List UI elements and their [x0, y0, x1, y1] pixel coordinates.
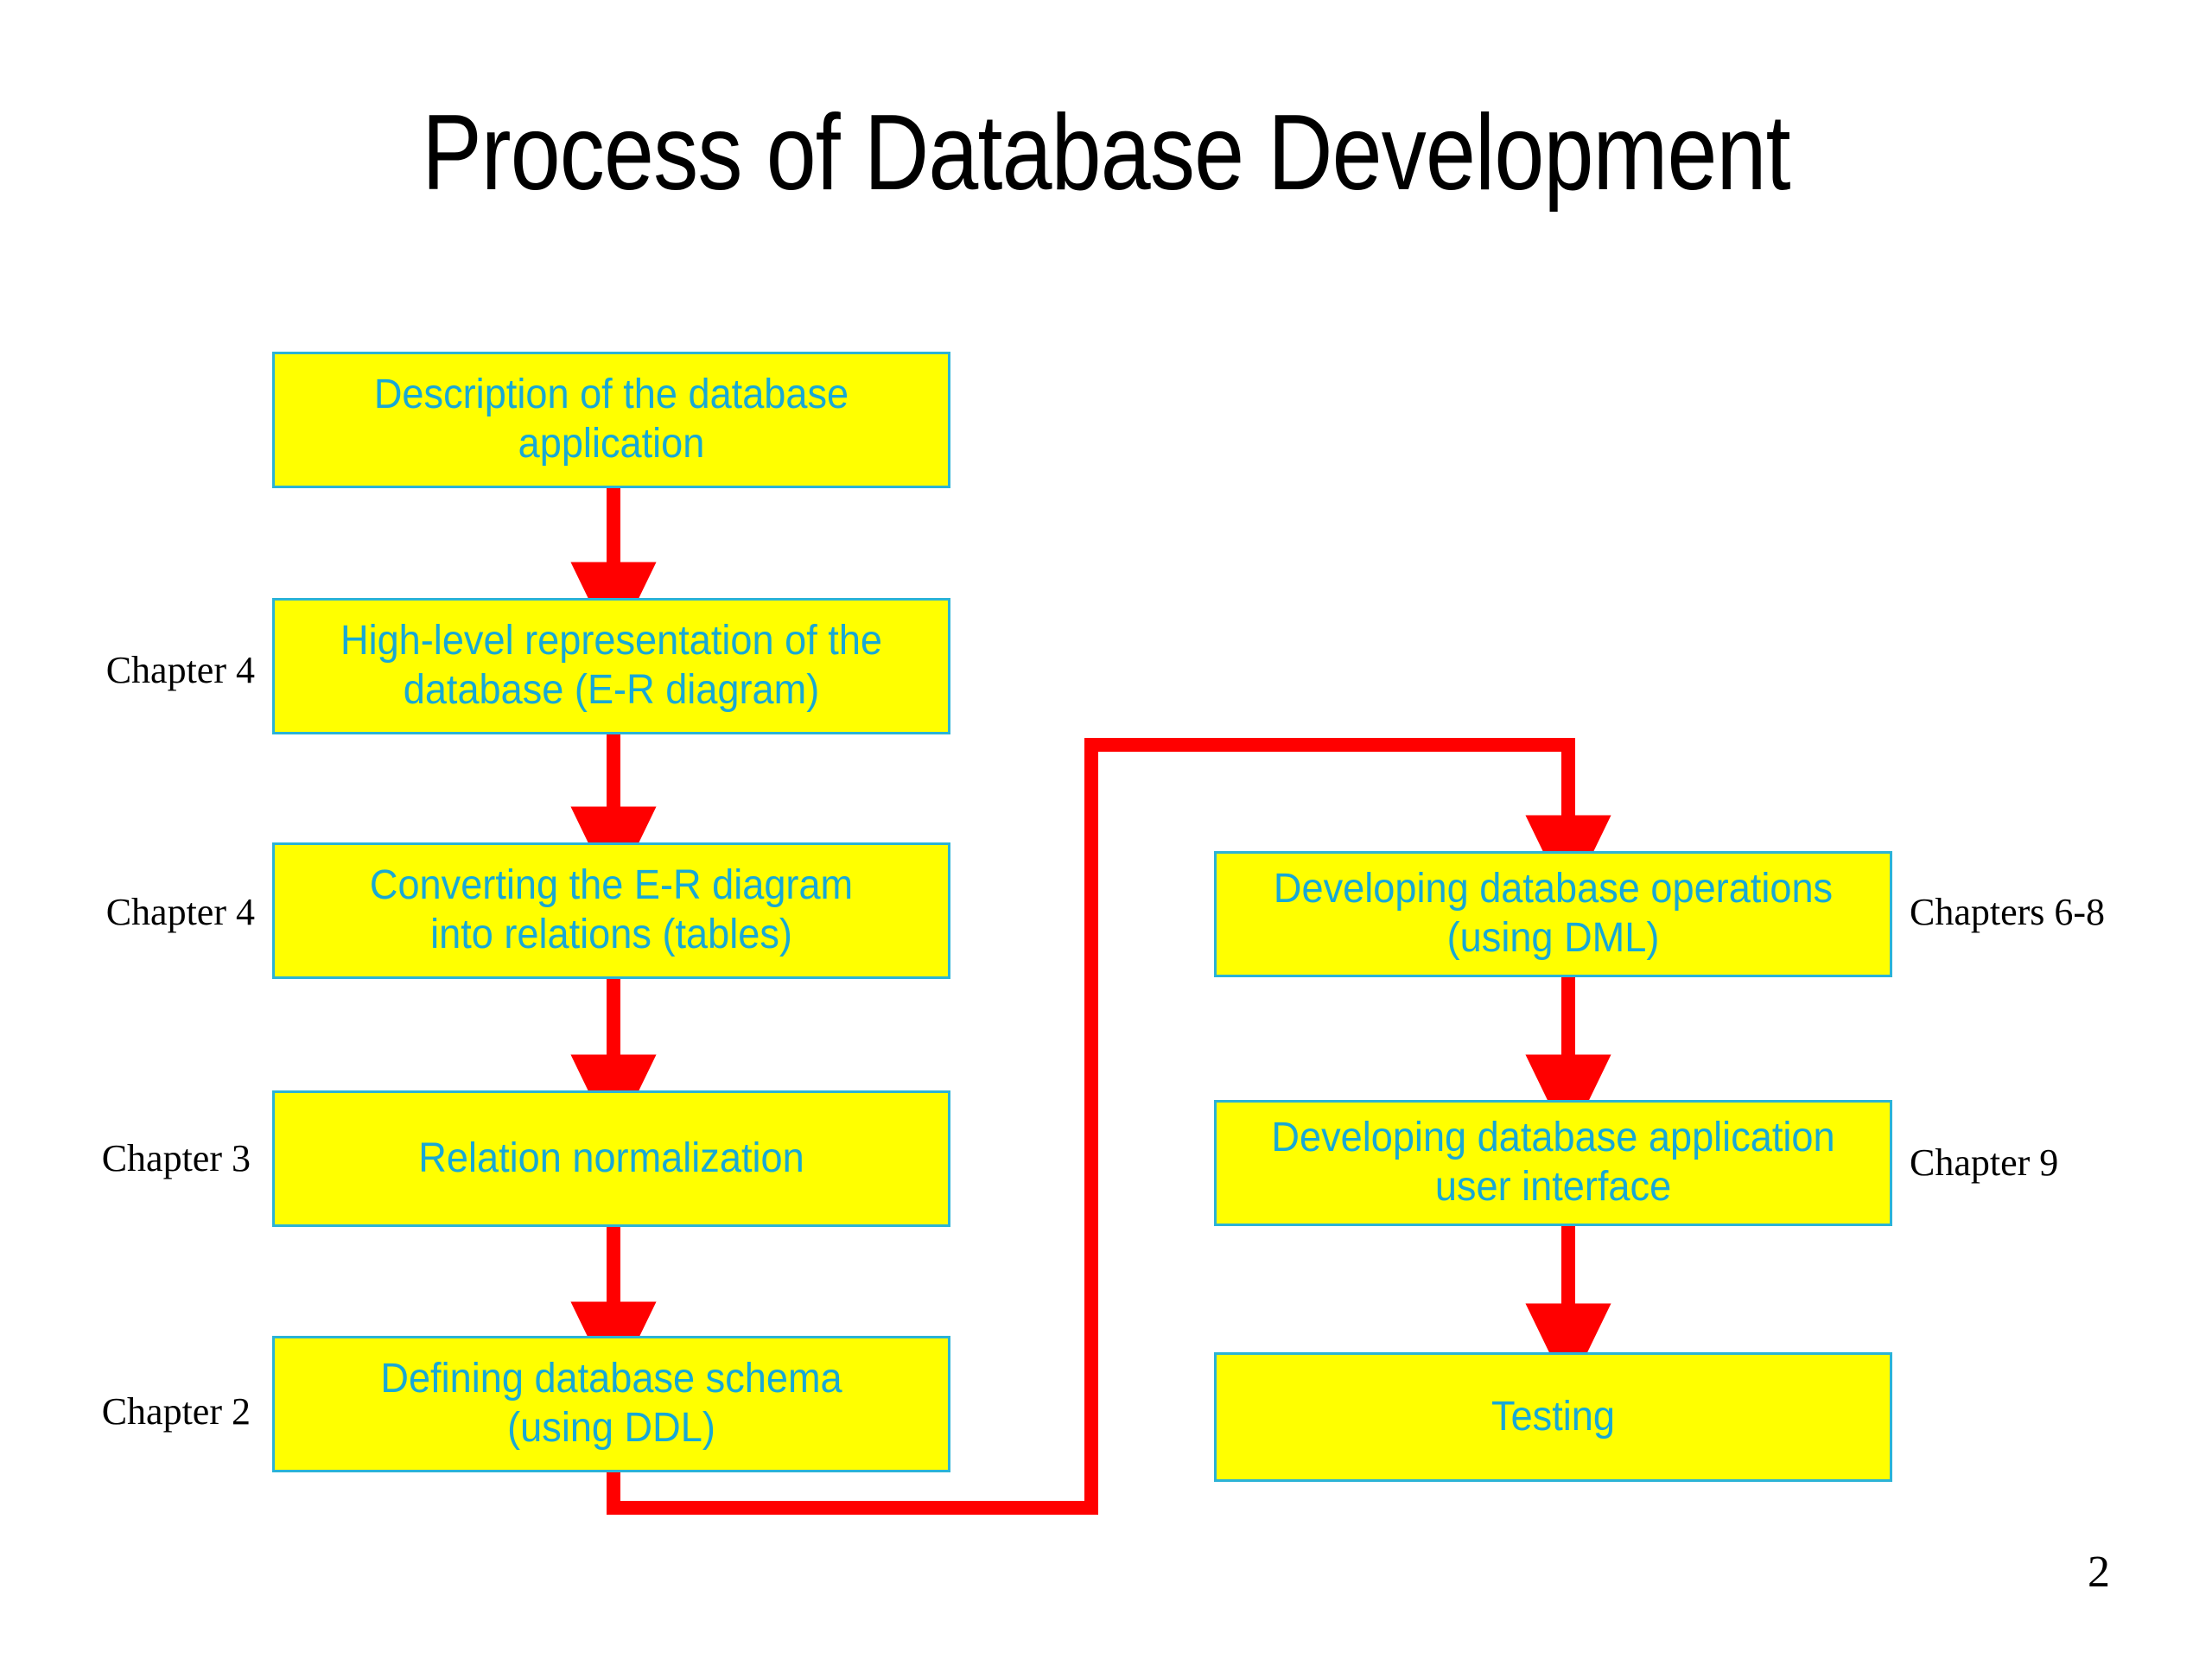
- chapter-label-relation-normalization: Chapter 3: [101, 1137, 251, 1179]
- chapter-label-defining-database-schema: Chapter 2: [101, 1390, 251, 1433]
- process-box-relation-normalization[interactable]: Relation normalization: [272, 1090, 950, 1227]
- chapter-label-high-level-representation: Chapter 4: [105, 649, 255, 691]
- chapter-label-developing-database-application-ui: Chapter 9: [1910, 1141, 2059, 1184]
- process-box-label: Developing database operations(using DML…: [1273, 866, 1834, 961]
- chapter-label-developing-database-operations: Chapters 6-8: [1910, 891, 2106, 933]
- process-box-testing[interactable]: Testing: [1214, 1352, 1892, 1482]
- process-box-label: Relation normalization: [418, 1135, 804, 1181]
- process-box-label: Testing: [1491, 1393, 1615, 1440]
- chapter-label-converting-er-into-relations: Chapter 4: [105, 891, 255, 933]
- page-title: Process of Database Development: [422, 93, 1790, 213]
- page-number: 2: [2088, 1548, 2110, 1597]
- process-box-defining-database-schema[interactable]: Defining database schema(using DDL): [272, 1336, 950, 1472]
- process-box-label: Defining database schema(using DDL): [380, 1356, 842, 1451]
- process-box-developing-database-operations[interactable]: Developing database operations(using DML…: [1214, 851, 1892, 977]
